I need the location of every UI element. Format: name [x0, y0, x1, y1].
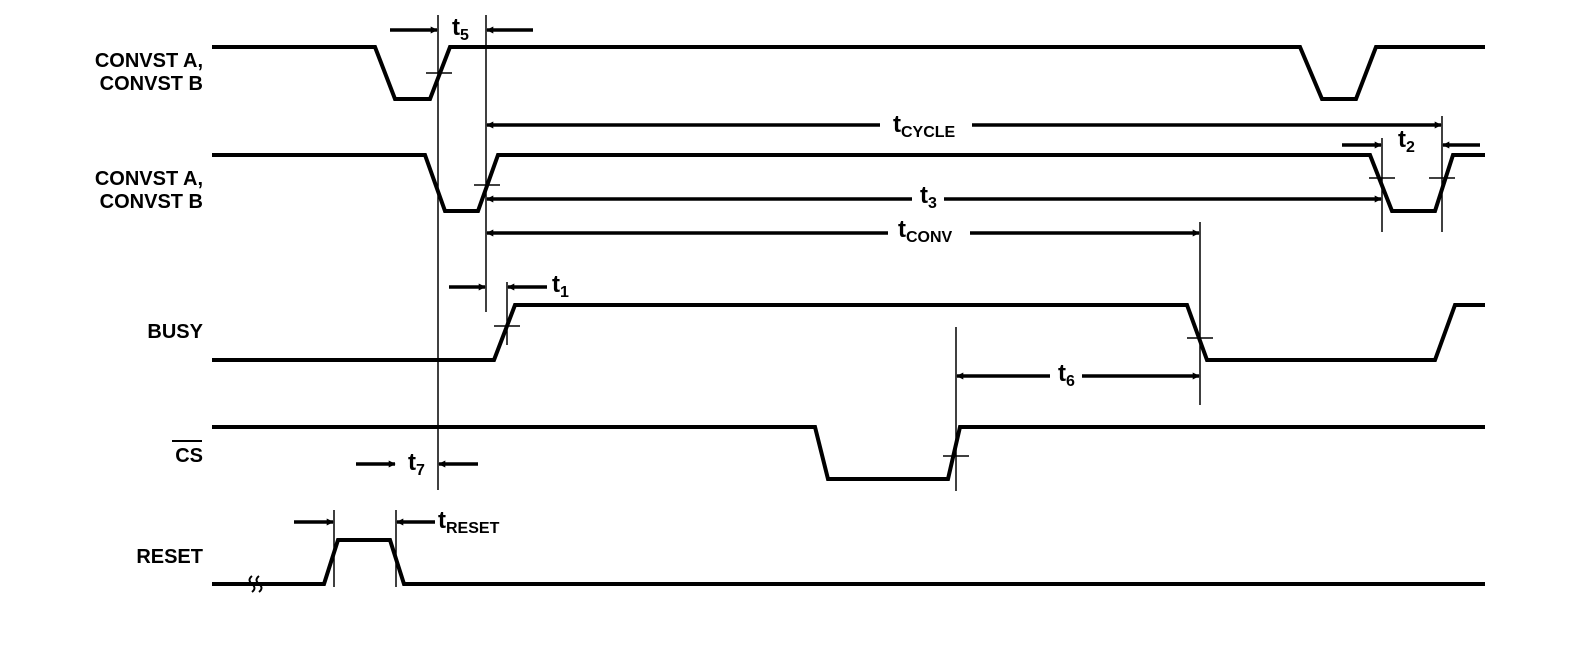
cs-waveform — [212, 425, 1485, 481]
t5-label: t5 — [452, 14, 469, 44]
treset-label: tRESET — [438, 507, 500, 537]
busy-waveform — [212, 303, 1485, 362]
t3-label: t3 — [920, 182, 937, 212]
tconv-label: tCONV — [898, 216, 953, 246]
convst-1-waveform — [212, 45, 1485, 101]
reset-waveform — [212, 538, 1485, 586]
busy-label: BUSY — [147, 321, 203, 343]
reset-label: RESET — [136, 546, 203, 568]
convst-1-label-line2: CONVST B — [100, 73, 203, 95]
t7-label: t7 — [408, 449, 425, 479]
convst-2-label-line1: CONVST A, — [95, 168, 203, 190]
t2-label: t2 — [1398, 126, 1415, 156]
convst-2-waveform — [212, 153, 1485, 213]
reset-break-symbol — [248, 575, 263, 593]
convst-2-label-line2: CONVST B — [100, 191, 203, 213]
cs-label: CS — [175, 445, 203, 467]
convst-1-label-line1: CONVST A, — [95, 50, 203, 72]
tcycle-label: tCYCLE — [893, 111, 956, 141]
t1-label: t1 — [552, 271, 569, 301]
t6-label: t6 — [1058, 360, 1075, 390]
